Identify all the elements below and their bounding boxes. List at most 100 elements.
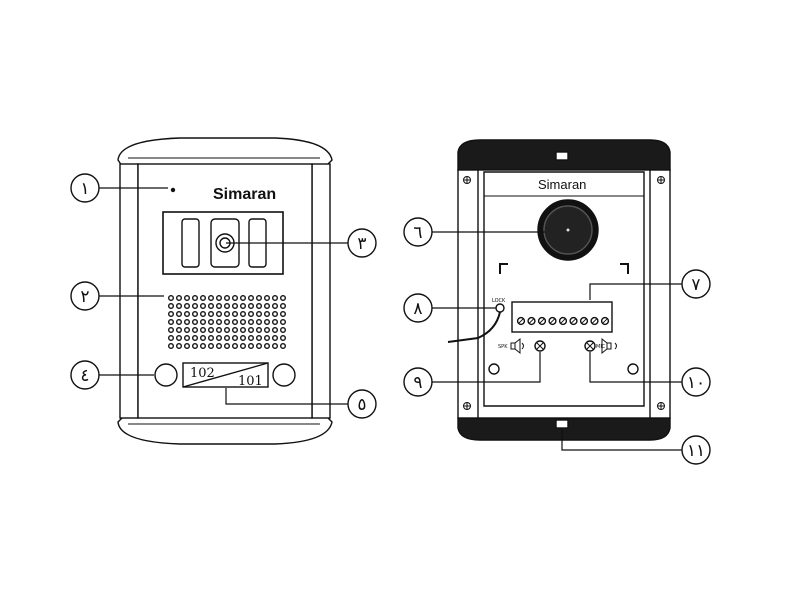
lock-wire [447,311,501,343]
grille-hole [183,319,190,326]
grille-hole [191,303,198,310]
callout-1: ١ [80,179,89,199]
grille-hole [175,335,182,342]
terminal-screw-slot [560,318,566,324]
mic-speaker-icon [601,337,617,355]
grille-hole [239,335,246,342]
callout-6: ٦ [413,223,422,243]
grille-hole [280,327,287,334]
grille-hole [272,335,279,342]
grille-hole [280,303,287,310]
callout-circle-6 [403,217,433,247]
grille-hole [239,343,246,350]
callout-11: ١١ [687,441,705,461]
callout-circle-2 [70,281,100,311]
mic-label: MIC [596,344,606,350]
label-plate-left-number: 102 [190,366,215,381]
speaker-icon [510,337,524,355]
grille-hole [167,343,174,350]
screw-icon [463,176,665,410]
grille-hole [183,311,190,318]
grille-hole [191,327,198,334]
grille-hole [264,295,271,302]
grille-hole [223,343,230,350]
grille-hole [175,319,182,326]
ir-slot-left [181,218,200,268]
callout-2: ٢ [80,287,89,307]
grille-hole [231,311,238,318]
leader-9 [432,352,541,383]
callout-4: ٤ [80,366,89,386]
back-hole-left [488,363,500,375]
front-top-cap [117,137,333,167]
grille-hole [239,311,246,318]
grille-hole [191,319,198,326]
grille-hole [207,319,214,326]
grille-hole [191,311,198,318]
grille-hole [280,311,287,318]
grille-hole [247,303,254,310]
grille-hole [231,319,238,326]
grille-hole [256,311,263,318]
grille-hole [167,327,174,334]
back-brand: Simaran [538,177,586,192]
grille-hole [167,311,174,318]
grille-hole [272,327,279,334]
leader-10 [589,352,682,383]
grille-hole [215,343,222,350]
grille-hole [264,335,271,342]
grille-hole [272,295,279,302]
grille-hole [183,295,190,302]
grille-hole [183,343,190,350]
leader-5 [225,388,348,405]
grille-hole [247,311,254,318]
back-bottom-cap [457,417,671,441]
terminal-screw-slot [518,318,524,324]
grille-hole [280,343,287,350]
grille-hole [199,311,206,318]
callout-circle-7 [681,269,711,299]
grille-hole [223,295,230,302]
grille-hole [239,327,246,334]
grille-hole [167,295,174,302]
grille-hole [207,311,214,318]
terminal-screws [516,316,610,326]
callout-circle-4 [70,360,100,390]
call-button-left[interactable] [154,363,178,387]
callout-circle-11 [681,435,711,465]
grille-hole [239,319,246,326]
grille-hole [247,335,254,342]
grille-hole [207,295,214,302]
grille-hole [256,319,263,326]
callout-10: ١٠ [687,373,705,393]
grille-hole [199,343,206,350]
grille-hole [264,343,271,350]
grille-hole [215,303,222,310]
grille-hole [264,311,271,318]
grille-hole [256,295,263,302]
callout-8: ٨ [413,299,422,319]
terminal-screw-slot [581,318,587,324]
callout-badges: ١ ٢ ٣ ٤ ٥ ٦ ٧ ٨ ٩ ١٠ ١١ [70,173,711,465]
grille-hole [264,327,271,334]
grille-hole [264,319,271,326]
back-top-notch [555,151,569,161]
grille-hole [175,311,182,318]
call-button-right[interactable] [272,363,296,387]
callout-circle-1 [70,173,100,203]
grille-hole [239,295,246,302]
grille-hole [183,303,190,310]
back-bottom-notch [555,419,569,429]
grille-hole [231,295,238,302]
front-pinhole [170,187,176,193]
callout-5: ٥ [357,395,366,415]
grille-hole [215,295,222,302]
label-plate-right-number: 101 [238,374,263,389]
grille-hole [207,335,214,342]
callout-circle-10 [681,367,711,397]
terminal-screw-slot [570,318,577,324]
grille-hole [272,303,279,310]
grille-hole [199,327,206,334]
lock-connector [495,303,505,313]
